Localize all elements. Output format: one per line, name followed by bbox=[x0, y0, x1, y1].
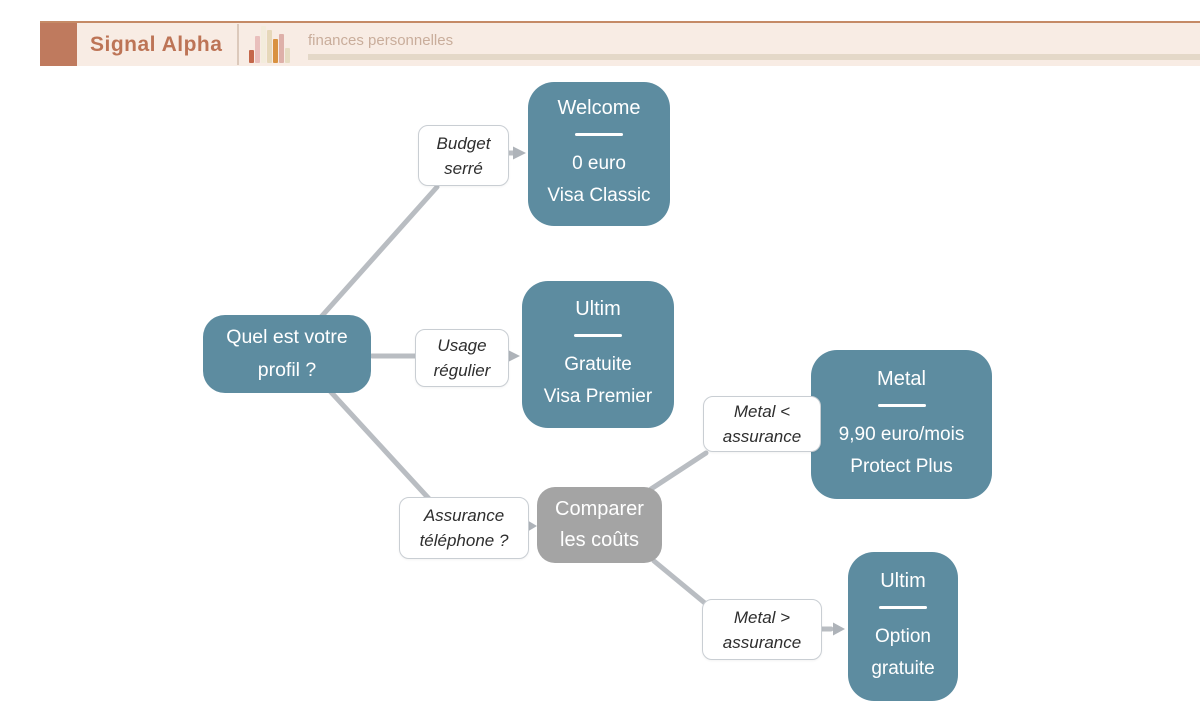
condition-text: assurance bbox=[722, 427, 802, 446]
bar-chart-icon-bar bbox=[255, 36, 260, 63]
bar-chart-icon-bar bbox=[267, 30, 272, 63]
node-detail: Visa Premier bbox=[543, 385, 653, 407]
node-welcome: Welcome 0 euro Visa Classic bbox=[528, 82, 670, 226]
node-text: profil ? bbox=[257, 359, 317, 381]
node-metal: Metal 9,90 euro/mois Protect Plus bbox=[811, 350, 992, 499]
condition-budget: Budget serré bbox=[418, 125, 509, 186]
bar-chart-icon-bar bbox=[273, 39, 278, 63]
node-detail: gratuite bbox=[871, 657, 935, 679]
header-bar: Signal Alpha finances personnelles bbox=[40, 21, 1200, 66]
condition-assurance: Assurance téléphone ? bbox=[399, 497, 529, 559]
topic-underline bbox=[308, 54, 1200, 60]
brand-mark-square bbox=[40, 23, 77, 66]
node-title: Ultim bbox=[880, 569, 926, 592]
node-text: Comparer bbox=[555, 498, 644, 520]
brand-title: Signal Alpha bbox=[90, 33, 223, 56]
node-divider bbox=[574, 333, 622, 337]
condition-text: Assurance bbox=[423, 506, 505, 525]
condition-text: Metal > bbox=[733, 607, 791, 627]
node-detail: Option bbox=[875, 625, 931, 647]
topic-label: finances personnelles bbox=[308, 32, 454, 49]
bar-chart-icon-bar bbox=[261, 26, 266, 63]
node-title: Welcome bbox=[557, 97, 641, 119]
condition-text: régulier bbox=[433, 361, 491, 380]
node-detail: 9,90 euro/mois bbox=[838, 423, 965, 445]
node-ultim-option: Ultim Option gratuite bbox=[848, 552, 958, 701]
node-ultim: Ultim Gratuite Visa Premier bbox=[522, 281, 674, 428]
node-detail: Gratuite bbox=[564, 353, 632, 375]
bar-chart-icon-bar bbox=[285, 48, 290, 63]
node-title: Metal bbox=[877, 367, 926, 390]
bar-chart-icon bbox=[249, 24, 295, 63]
node-divider bbox=[879, 605, 927, 609]
node-divider bbox=[575, 133, 623, 136]
condition-metal-gt: Metal > assurance bbox=[702, 599, 822, 660]
bar-chart-icon-bar bbox=[249, 50, 254, 63]
condition-text: téléphone ? bbox=[419, 531, 509, 550]
node-detail: 0 euro bbox=[572, 153, 626, 174]
header-divider bbox=[237, 24, 239, 65]
condition-metal-lt: Metal < assurance bbox=[703, 396, 821, 452]
node-root-question: Quel est votre profil ? bbox=[203, 315, 371, 393]
condition-text: serré bbox=[444, 158, 483, 178]
condition-text: assurance bbox=[722, 632, 802, 652]
condition-text: Usage bbox=[437, 336, 487, 355]
condition-usage: Usage régulier bbox=[415, 329, 509, 387]
node-compare-costs: Comparer les coûts bbox=[537, 487, 662, 563]
node-divider bbox=[877, 403, 926, 407]
node-title: Ultim bbox=[575, 297, 621, 320]
node-detail: Visa Classic bbox=[547, 185, 651, 206]
bar-chart-icon-bar bbox=[279, 34, 284, 63]
condition-text: Budget bbox=[436, 133, 491, 153]
condition-text: Metal < bbox=[733, 402, 791, 421]
node-text: Quel est votre bbox=[226, 326, 348, 348]
node-detail: Protect Plus bbox=[850, 455, 953, 477]
node-text: les coûts bbox=[560, 529, 639, 551]
